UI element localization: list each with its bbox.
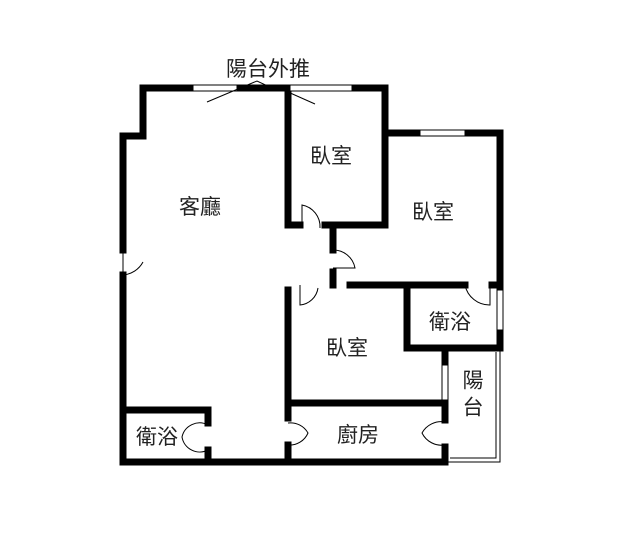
door-corridor xyxy=(332,249,356,269)
bedroom-middle-label: 臥室 xyxy=(326,336,368,360)
bath-right-label: 衛浴 xyxy=(429,310,471,334)
living-room-label: 客廳 xyxy=(179,195,221,219)
bath-left-label: 衛浴 xyxy=(136,425,178,449)
balcony-outline xyxy=(448,348,501,463)
door-bath-right xyxy=(464,284,491,306)
bedroom-right-label: 臥室 xyxy=(412,200,454,224)
door-kitchen xyxy=(287,422,309,446)
outer-wall-top-left xyxy=(119,84,197,254)
pointer-lines xyxy=(206,80,316,105)
door-swings xyxy=(122,204,491,453)
bedroom-top-label: 臥室 xyxy=(310,144,352,168)
door-living-left xyxy=(122,250,144,276)
kitchen-label: 廚房 xyxy=(337,423,379,447)
door-bedroom-middle xyxy=(299,285,319,306)
door-bedroom-top xyxy=(301,204,321,229)
door-balcony xyxy=(421,421,446,446)
windows xyxy=(192,84,504,401)
door-bath-left xyxy=(181,422,209,453)
balcony-label: 陽台 xyxy=(460,369,484,423)
balcony-extension-label: 陽台外推 xyxy=(226,57,310,81)
